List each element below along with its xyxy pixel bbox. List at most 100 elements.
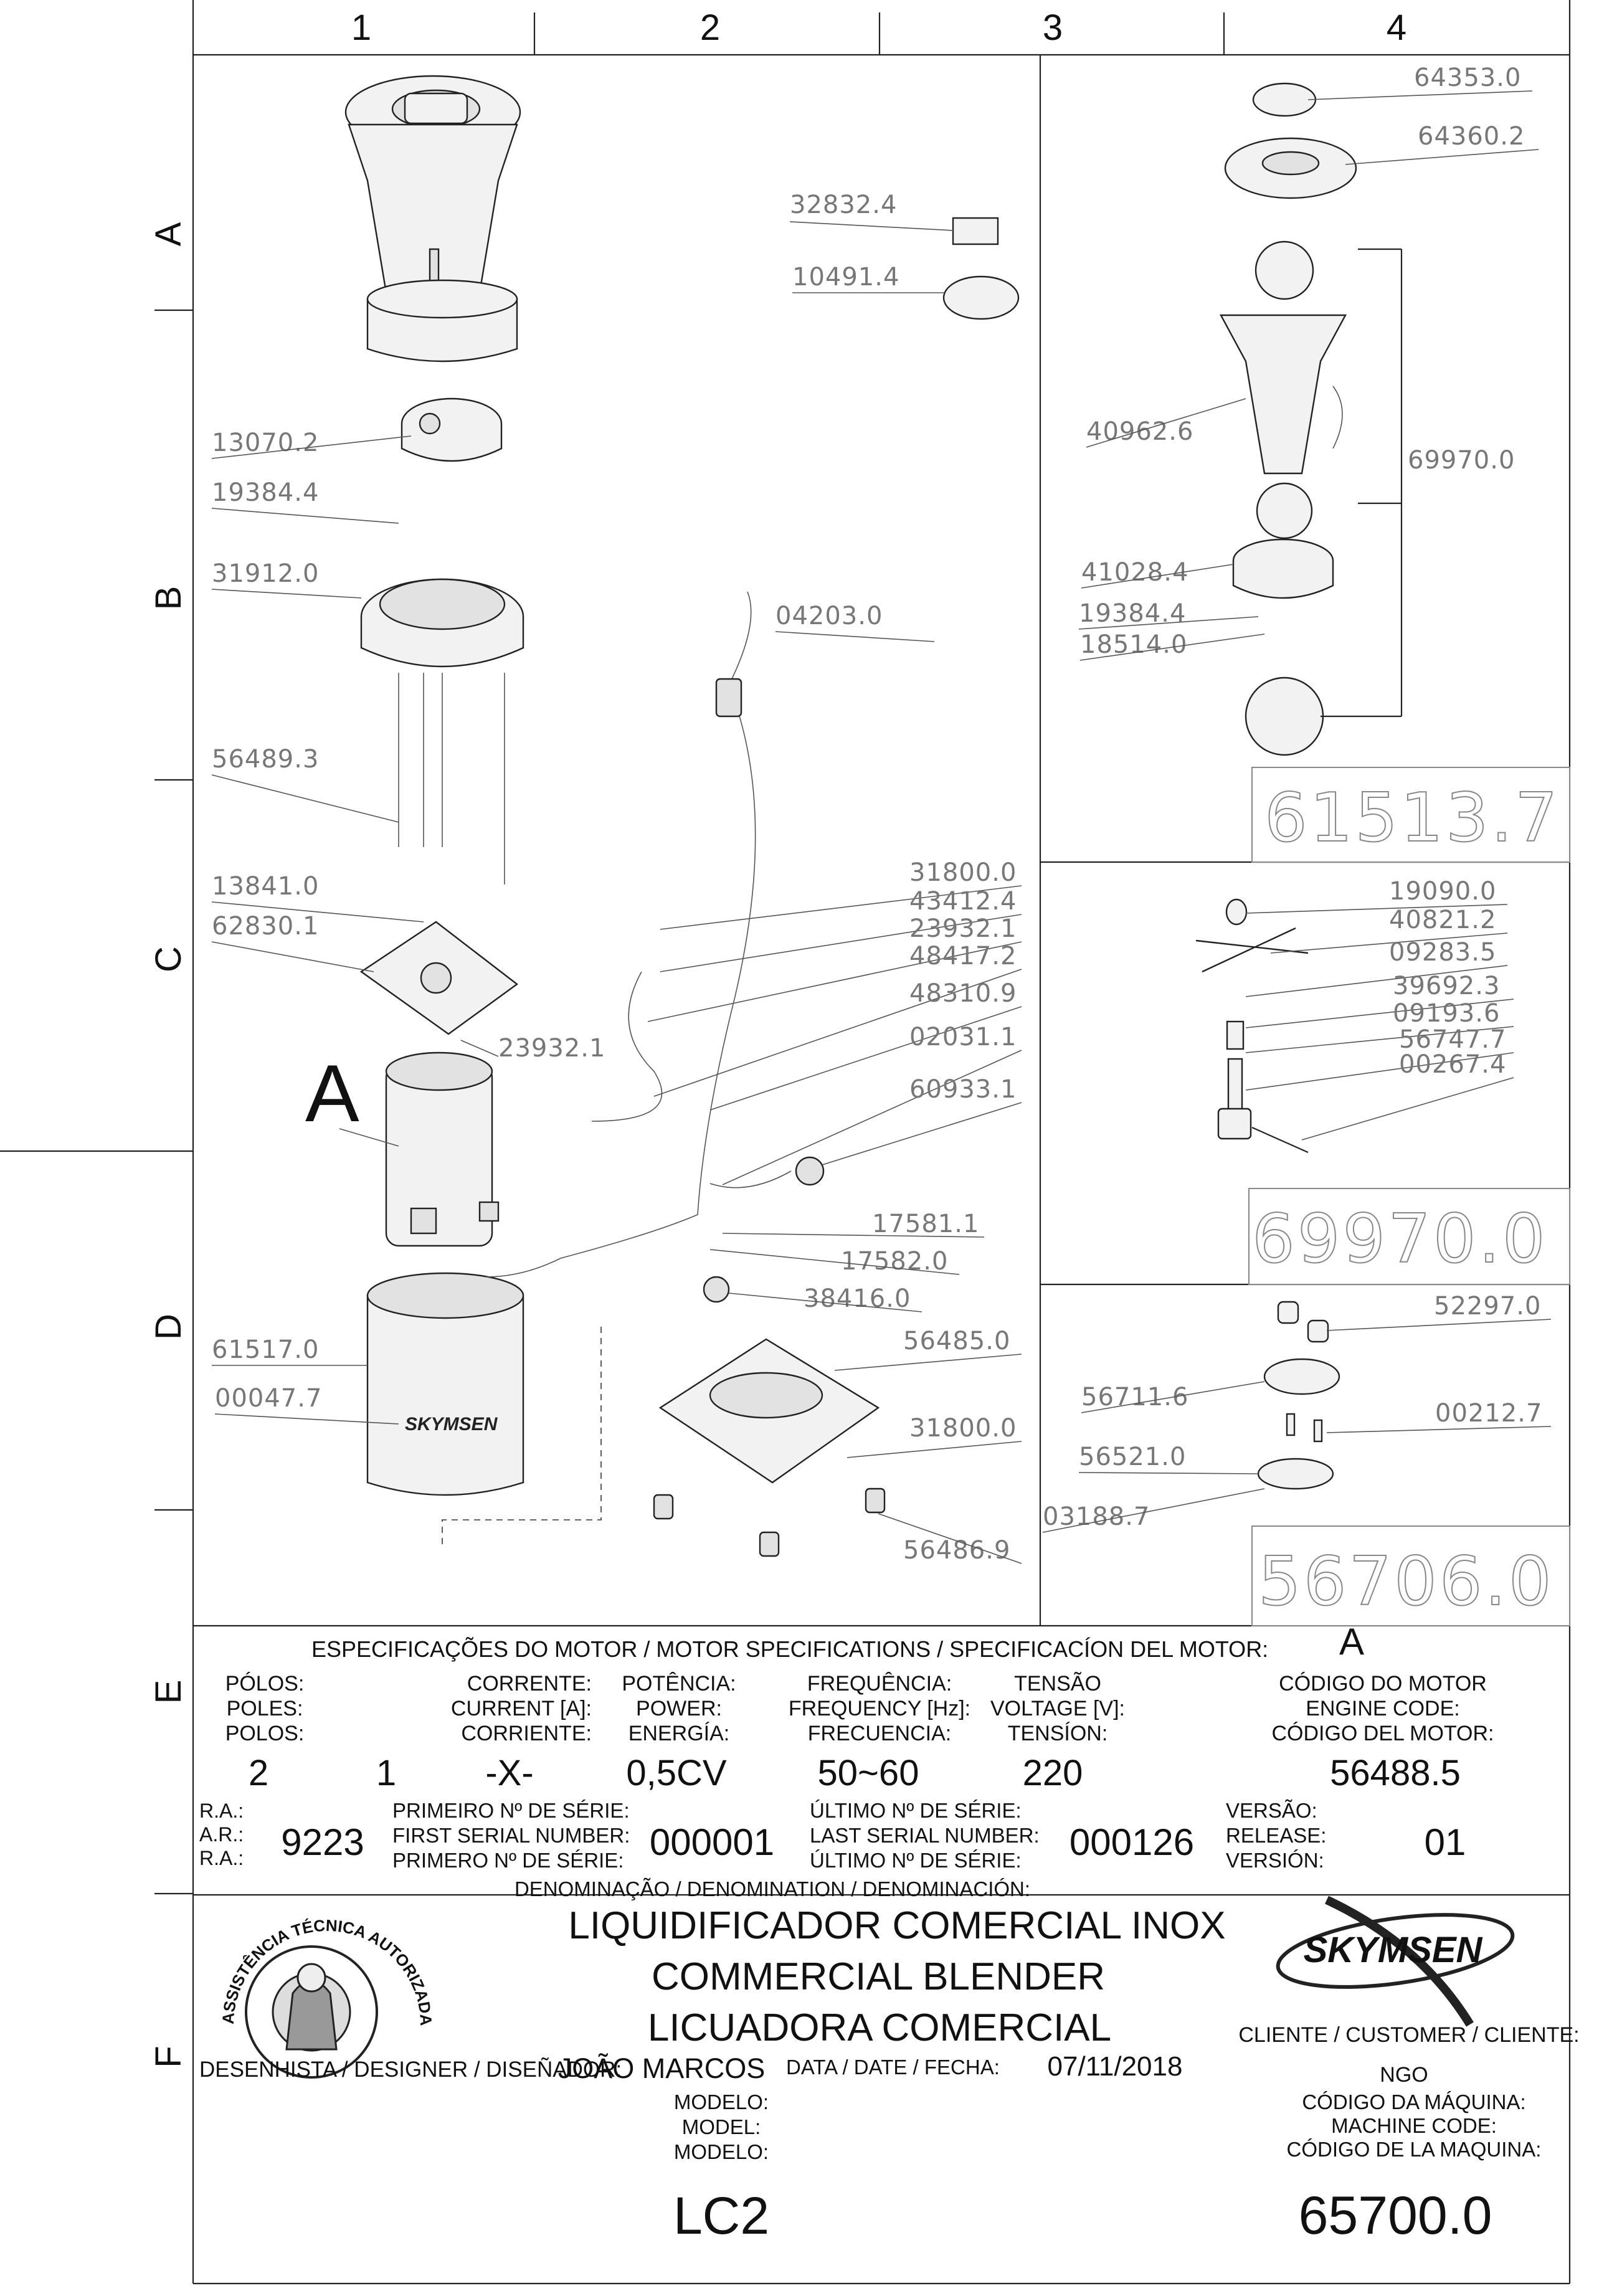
ra-label-2: A.R.: [199, 1823, 244, 1846]
main-assembly-labels: 32832.4 10491.4 13070.2 19384.4 31912.0 … [211, 191, 1022, 1565]
machine-code-label-es: CÓDIGO DE LA MAQUINA: [1287, 2138, 1542, 2161]
label-power-es: ENERGÍA: [628, 1722, 729, 1745]
subassembly-code-blade: 69970.0 [1252, 1200, 1548, 1278]
grid-column-3: 3 [1043, 7, 1063, 48]
part-label-19090: 19090.0 [1389, 877, 1496, 906]
last-serial-label-es: ÚLTIMO Nº DE SÉRIE: [810, 1849, 1022, 1872]
part-label-10491: 10491.4 [792, 263, 899, 292]
denomination-line-en: COMMERCIAL BLENDER [652, 1955, 1105, 1998]
label-power-en: POWER: [636, 1697, 722, 1720]
value-current: 1 [376, 1753, 396, 1793]
part-label-00047: 00047.7 [215, 1384, 322, 1413]
manual-icon [952, 217, 999, 245]
grid-row-b: B [148, 586, 189, 610]
label-engine-pt: CÓDIGO DO MOTOR [1279, 1672, 1487, 1696]
part-label-03188: 03188.7 [1043, 1502, 1150, 1531]
last-serial-label-en: LAST SERIAL NUMBER: [810, 1824, 1040, 1847]
grid-column-4: 4 [1387, 7, 1406, 48]
label-poles-es: POLOS: [225, 1722, 305, 1745]
date-value: 07/11/2018 [1048, 2051, 1183, 2082]
first-serial-label-pt: PRIMEIRO Nº DE SÉRIE: [392, 1799, 630, 1822]
part-label-23932-b: 23932.1 [909, 914, 1017, 943]
part-label-56521: 56521.0 [1079, 1443, 1186, 1471]
part-label-19384-b: 19384.4 [1079, 599, 1186, 628]
brand-logo: SKYMSEN [1276, 1895, 1515, 2027]
value-frequency: 50~60 [818, 1753, 919, 1793]
part-label-02031: 02031.1 [909, 1023, 1017, 1051]
part-label-13841: 13841.0 [212, 872, 319, 901]
grid-row-e: E [148, 1680, 189, 1704]
grid-labels: 1 2 3 4 A B C D E F [148, 7, 1406, 2068]
part-label-19384-a: 19384.4 [212, 478, 319, 507]
part-label-32832: 32832.4 [790, 191, 897, 219]
model-label-pt: MODELO: [674, 2090, 769, 2113]
value-voltage: 220 [1023, 1753, 1083, 1793]
value-engine-code: 56488.5 [1330, 1753, 1461, 1793]
service-stamp-logo: ASSISTÊNCIA TÉCNICA AUTORIZADA [219, 1916, 435, 2079]
model-value: LC2 [673, 2186, 769, 2245]
label-current-es: CORRIENTE: [461, 1722, 592, 1745]
motor-specifications: ESPECIFICAÇÕES DO MOTOR / MOTOR SPECIFIC… [225, 1621, 1494, 1793]
denomination-line-es: LICUADORA COMERCIAL [648, 2006, 1111, 2049]
base-cover-illustration [360, 578, 524, 885]
part-label-64353: 64353.0 [1414, 64, 1521, 92]
part-label-17582: 17582.0 [841, 1247, 948, 1276]
part-label-17581: 17581.1 [872, 1210, 979, 1238]
label-voltage-pt: TENSÃO [1014, 1672, 1101, 1696]
registration-row: R.A.: A.R.: R.A.: 9223 PRIMEIRO Nº DE SÉ… [199, 1799, 1466, 1872]
first-serial-value: 000001 [650, 1821, 774, 1863]
motor-coupling-illustration [401, 397, 503, 462]
motor-illustration [385, 1051, 500, 1247]
label-current-pt: CORRENTE: [467, 1672, 592, 1696]
label-engine-es: CÓDIGO DEL MOTOR: [1271, 1722, 1494, 1745]
grid-row-a: A [148, 222, 189, 246]
part-label-18514: 18514.0 [1080, 630, 1187, 659]
grommet-icon [942, 275, 1020, 320]
part-label-39692: 39692.3 [1393, 972, 1500, 1000]
value-current-dash: -X- [485, 1753, 533, 1793]
label-frequency-es: FRECUENCIA: [808, 1722, 951, 1745]
grid-row-c: C [148, 946, 189, 972]
version-value: 01 [1425, 1821, 1466, 1863]
base-illustration [442, 1327, 886, 1557]
machine-code-label-pt: CÓDIGO DA MÁQUINA: [1302, 2090, 1525, 2113]
shield-brand-label: SKYMSEN [405, 1414, 498, 1435]
label-poles-en: POLES: [227, 1697, 303, 1720]
denomination-line-pt: LIQUIDIFICADOR COMERCIAL INOX [568, 1904, 1225, 1947]
part-label-04203: 04203.0 [775, 602, 883, 630]
grid-row-f: F [148, 2046, 189, 2067]
coupling-subassembly: 52297.0 56711.6 00212.7 56521.0 03188.7 … [1042, 1292, 1570, 1626]
first-serial-label-en: FIRST SERIAL NUMBER: [392, 1824, 630, 1847]
label-engine-en: ENGINE CODE: [1306, 1697, 1459, 1720]
machine-code-value: 65700.0 [1299, 2186, 1492, 2246]
part-label-64360: 64360.2 [1418, 122, 1525, 151]
designer-value: JOÃO MARCOS [558, 2052, 766, 2084]
part-label-31800-a: 31800.0 [909, 858, 1017, 887]
part-label-52297: 52297.0 [1434, 1292, 1541, 1321]
client-value: NGO [1380, 2063, 1428, 2087]
model-label-en: MODEL: [682, 2115, 761, 2138]
last-serial-value: 000126 [1069, 1821, 1194, 1863]
part-label-40821: 40821.2 [1389, 906, 1496, 934]
version-label-pt: VERSÃO: [1226, 1799, 1317, 1822]
value-power: 0,5CV [626, 1753, 727, 1793]
value-poles: 2 [249, 1753, 268, 1793]
grid-column-2: 2 [700, 7, 720, 48]
client-label: CLIENTE / CUSTOMER / CLIENTE: [1238, 2023, 1579, 2047]
subassembly-code-coupling: 56706.0 [1258, 1543, 1554, 1621]
version-label-en: RELEASE: [1226, 1824, 1326, 1847]
label-voltage-es: TENSÍON: [1008, 1722, 1108, 1745]
part-label-56747: 56747.7 [1399, 1025, 1506, 1054]
last-serial-label-pt: ÚLTIMO Nº DE SÉRIE: [810, 1799, 1022, 1822]
part-label-09193: 09193.6 [1393, 999, 1500, 1028]
part-label-48417: 48417.2 [909, 942, 1017, 970]
part-label-69970-a: 69970.0 [1408, 446, 1515, 475]
part-label-56486: 56486.9 [903, 1536, 1010, 1565]
label-frequency-pt: FREQUÊNCIA: [807, 1672, 952, 1696]
part-label-48310: 48310.9 [909, 979, 1017, 1008]
specs-heading: ESPECIFICAÇÕES DO MOTOR / MOTOR SPECIFIC… [311, 1636, 1268, 1662]
label-poles-pt: PÓLOS: [225, 1672, 305, 1696]
part-label-31912: 31912.0 [212, 559, 319, 588]
date-label: DATA / DATE / FECHA: [786, 2056, 1000, 2079]
